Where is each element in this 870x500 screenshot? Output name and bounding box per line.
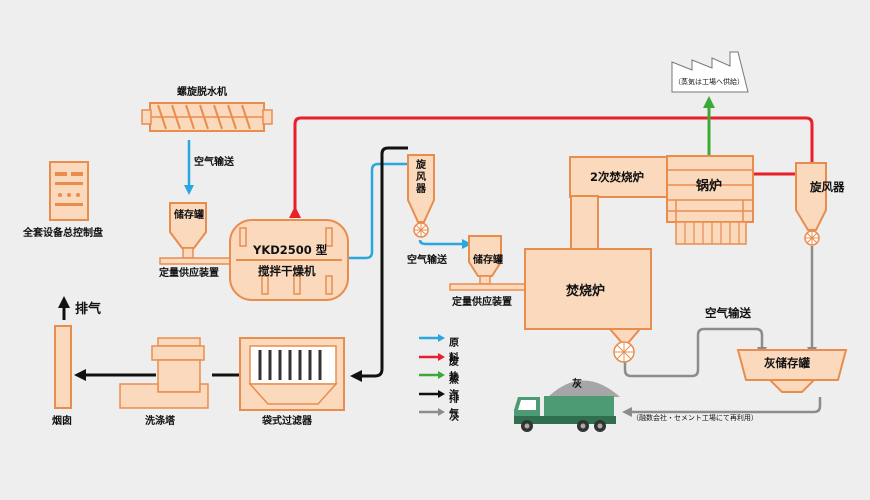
exhaust-label: 排气 bbox=[75, 302, 102, 317]
cyclone-1-icon bbox=[407, 154, 435, 238]
exhaust-line-main bbox=[350, 146, 408, 382]
ash-line-truck bbox=[622, 397, 822, 417]
air-transport-3-label: 空气输送 bbox=[705, 306, 751, 320]
legend-label: 排气 bbox=[449, 393, 459, 420]
incinerator-label: 焚烧炉 bbox=[566, 284, 606, 299]
legend-label: 原料 bbox=[449, 338, 459, 364]
factory-icon bbox=[671, 51, 749, 93]
ash-pile-label: 灰 bbox=[572, 379, 582, 390]
legend-label: 灰 bbox=[449, 412, 459, 423]
legend-arrow-icon bbox=[419, 371, 445, 379]
cyclone-1-label: 旋风器 bbox=[416, 160, 426, 195]
chimney-icon bbox=[54, 325, 72, 409]
air-transport-2-label: 空气输送 bbox=[407, 255, 447, 266]
legend-arrow-icon bbox=[419, 334, 445, 342]
air-transport-1-label: 空气输送 bbox=[194, 157, 234, 168]
bag-filter-icon bbox=[239, 337, 345, 411]
scrubber-icon bbox=[119, 337, 209, 409]
fixed-supply-1-label: 定量供应装置 bbox=[159, 268, 219, 279]
truck-icon bbox=[514, 380, 620, 432]
cyclone-2-label: 旋风器 bbox=[810, 180, 845, 194]
reuse-note-label: （融数会社・セメント工場にて再利用） bbox=[632, 414, 758, 422]
control-panel-icon bbox=[49, 161, 89, 221]
dryer-name-label: 搅拌干燥机 bbox=[258, 264, 316, 278]
raw-dryer-to-cyclone-line bbox=[349, 162, 408, 260]
dryer-model-label: YKD2500 型 bbox=[253, 243, 328, 257]
legend-arrow-icon bbox=[419, 408, 445, 416]
storage-tank-2-icon bbox=[449, 235, 527, 291]
chimney-label: 烟囱 bbox=[52, 416, 72, 427]
boiler-label: 锅炉 bbox=[696, 179, 723, 194]
ash-tank-icon bbox=[736, 349, 848, 393]
steam-supply-label: （蒸気は工場へ供給） bbox=[674, 78, 744, 86]
boiler-icon bbox=[666, 155, 754, 245]
incinerator-icon bbox=[524, 156, 669, 363]
legend-arrow-icon bbox=[419, 389, 445, 398]
bag-filter-label: 袋式过滤器 bbox=[262, 416, 312, 427]
legend-arrow-icon bbox=[419, 352, 445, 361]
control-panel-label: 全套设备总控制盘 bbox=[23, 228, 103, 239]
storage-tank-2-label: 储存罐 bbox=[473, 255, 503, 266]
dryer-icon bbox=[229, 219, 349, 301]
legend-label: 废热 bbox=[449, 356, 459, 383]
raw-transport-line-2 bbox=[418, 239, 472, 249]
screw-dewater-icon bbox=[141, 102, 273, 132]
legend-label: 蒸汽 bbox=[449, 375, 459, 401]
waste-heat-line bbox=[289, 116, 814, 218]
ash-line-incinerator bbox=[623, 327, 767, 378]
secondary-incinerator-label: 2次焚烧炉 bbox=[590, 170, 645, 184]
storage-tank-1-icon bbox=[159, 202, 233, 265]
storage-tank-1-label: 储存罐 bbox=[174, 210, 204, 221]
cyclone-2-icon bbox=[795, 162, 827, 246]
ash-tank-label: 灰储存罐 bbox=[764, 356, 810, 370]
scrubber-label: 洗涤塔 bbox=[145, 416, 175, 427]
screw-dewater-label: 螺旋脱水机 bbox=[177, 87, 227, 98]
fixed-supply-2-label: 定量供应装置 bbox=[452, 297, 512, 308]
